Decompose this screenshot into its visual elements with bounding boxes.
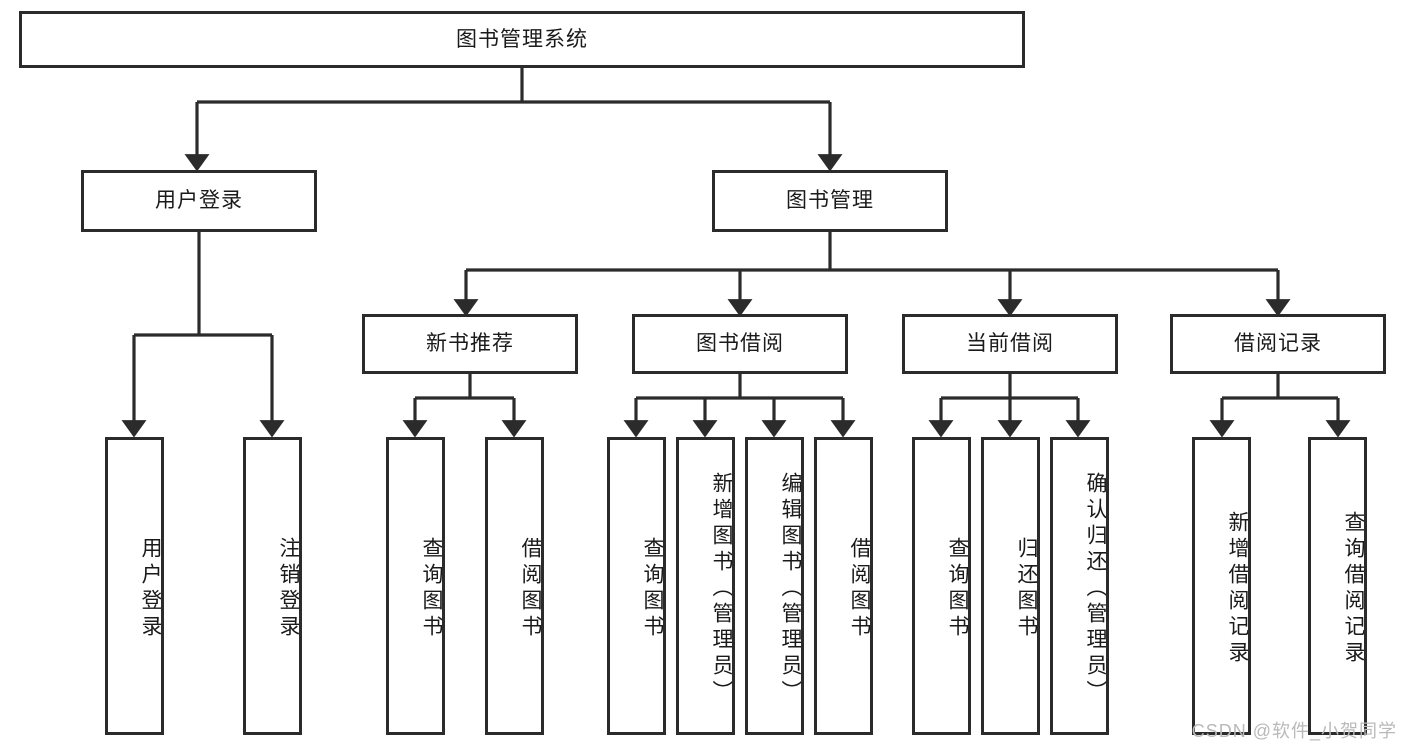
leaf-query-book-borrow[interactable]: 查询图书 bbox=[607, 437, 666, 735]
node-borrow-records-label: 借阅记录 bbox=[1234, 332, 1322, 356]
leaf-query-book-recommend-label: 查询图书 bbox=[420, 537, 443, 641]
node-borrow-records[interactable]: 借阅记录 bbox=[1170, 314, 1386, 374]
leaf-add-borrow-record-label: 新增借阅记录 bbox=[1226, 511, 1249, 667]
leaf-user-login[interactable]: 用户登录 bbox=[105, 437, 164, 735]
leaf-query-book-current[interactable]: 查询图书 bbox=[912, 437, 971, 735]
leaf-borrow-book-recommend-label: 借阅图书 bbox=[519, 537, 542, 641]
node-new-book-recommend[interactable]: 新书推荐 bbox=[362, 314, 578, 374]
node-book-borrow-label: 图书借阅 bbox=[696, 332, 784, 356]
leaf-borrow-book-recommend[interactable]: 借阅图书 bbox=[485, 437, 544, 735]
node-book-borrow[interactable]: 图书借阅 bbox=[632, 314, 848, 374]
node-root-label: 图书管理系统 bbox=[456, 27, 588, 51]
leaf-edit-book-admin[interactable]: 编辑图书（管理员） bbox=[745, 437, 804, 735]
leaf-confirm-return-admin[interactable]: 确认归还（管理员） bbox=[1050, 437, 1109, 735]
leaf-edit-book-admin-label: 编辑图书（管理员） bbox=[779, 472, 802, 706]
leaf-borrow-book-label: 借阅图书 bbox=[848, 537, 871, 641]
leaf-query-book-recommend[interactable]: 查询图书 bbox=[386, 437, 445, 735]
leaf-add-borrow-record[interactable]: 新增借阅记录 bbox=[1192, 437, 1251, 735]
node-user-login[interactable]: 用户登录 bbox=[81, 170, 317, 232]
node-current-borrow[interactable]: 当前借阅 bbox=[902, 314, 1118, 374]
leaf-return-book[interactable]: 归还图书 bbox=[981, 437, 1040, 735]
node-book-management-label: 图书管理 bbox=[786, 189, 874, 213]
node-current-borrow-label: 当前借阅 bbox=[966, 332, 1054, 356]
leaf-add-book-admin-label: 新增图书（管理员） bbox=[710, 472, 733, 706]
leaf-user-login-label: 用户登录 bbox=[139, 537, 162, 641]
leaf-logout-label: 注销登录 bbox=[277, 537, 300, 641]
leaf-query-book-current-label: 查询图书 bbox=[946, 537, 969, 641]
leaf-confirm-return-admin-label: 确认归还（管理员） bbox=[1084, 472, 1107, 706]
node-root[interactable]: 图书管理系统 bbox=[19, 11, 1025, 68]
leaf-logout[interactable]: 注销登录 bbox=[243, 437, 302, 735]
leaf-query-book-borrow-label: 查询图书 bbox=[641, 537, 664, 641]
leaf-add-book-admin[interactable]: 新增图书（管理员） bbox=[676, 437, 735, 735]
leaf-query-borrow-record[interactable]: 查询借阅记录 bbox=[1308, 437, 1367, 735]
leaf-query-borrow-record-label: 查询借阅记录 bbox=[1342, 511, 1365, 667]
leaf-return-book-label: 归还图书 bbox=[1015, 537, 1038, 641]
node-book-management[interactable]: 图书管理 bbox=[712, 170, 948, 232]
node-new-book-recommend-label: 新书推荐 bbox=[426, 332, 514, 356]
leaf-borrow-book[interactable]: 借阅图书 bbox=[814, 437, 873, 735]
node-user-login-label: 用户登录 bbox=[155, 189, 243, 213]
